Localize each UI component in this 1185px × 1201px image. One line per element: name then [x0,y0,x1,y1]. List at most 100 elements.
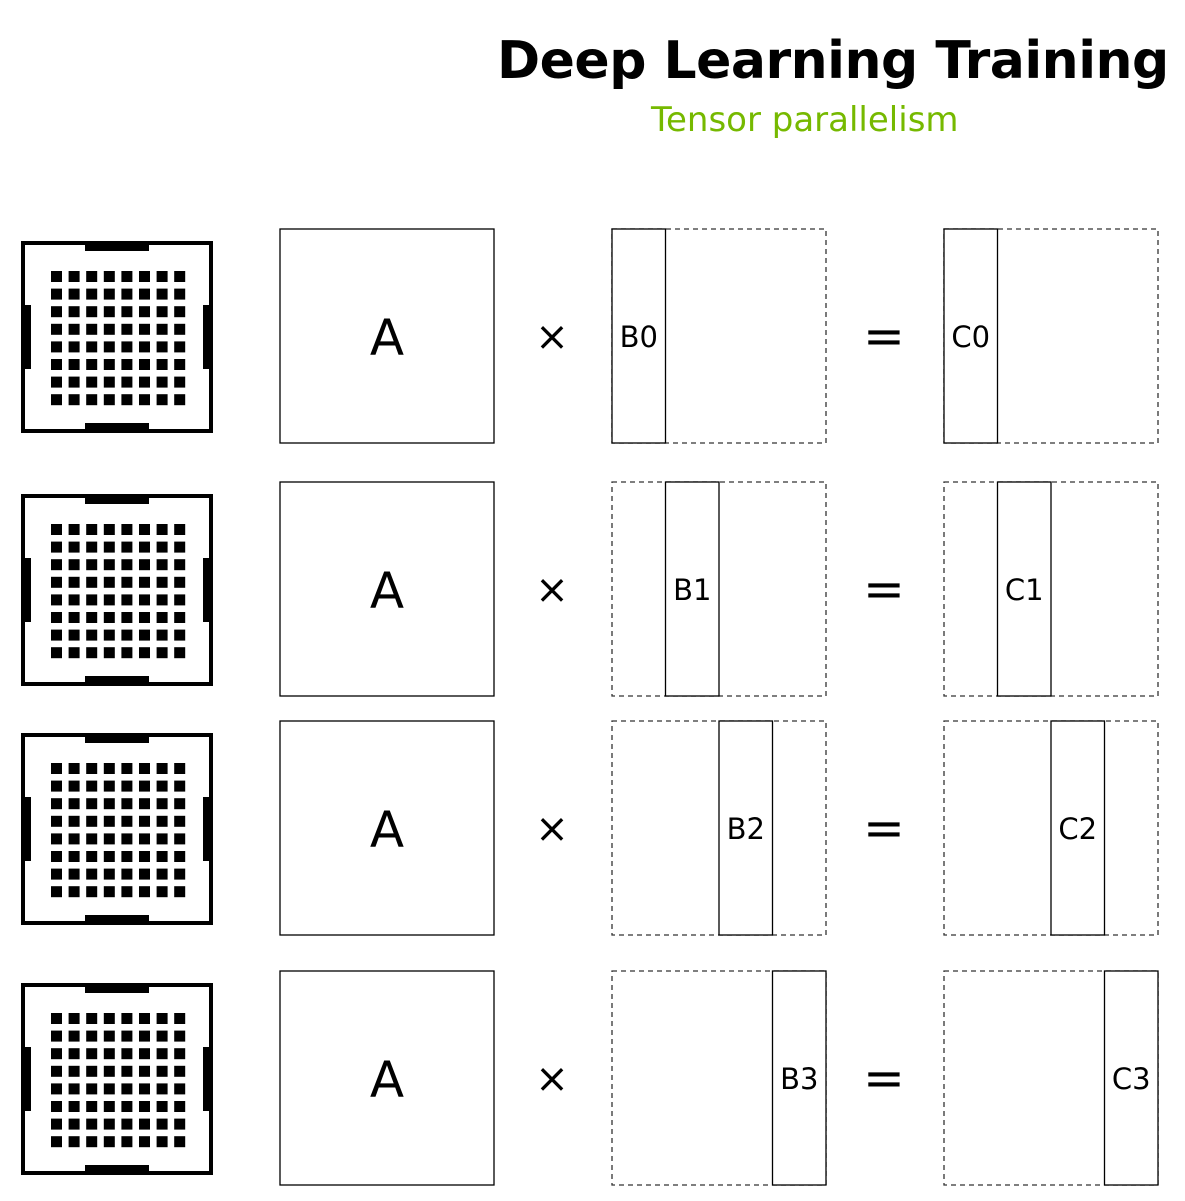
gpu-connector [22,797,31,861]
gpu-core [103,647,115,659]
gpu-core [121,1030,133,1042]
multiply-operator: × [535,314,569,360]
gpu-core [103,271,115,282]
gpu-core [139,798,150,810]
gpu-core [51,1030,62,1042]
gpu-core [139,1048,150,1060]
gpu-connector [85,915,149,924]
gpu-core [103,541,115,553]
gpu-core [121,1118,133,1130]
multiply-operator: × [535,806,569,852]
gpu-core [174,647,186,659]
gpu-core [51,559,62,571]
gpu-core [68,629,80,641]
gpu-core [68,868,80,880]
gpu-core [68,306,80,318]
gpu-core [103,1136,115,1148]
gpu-core [103,868,115,880]
gpu-core [156,798,168,810]
gpu-core [174,1065,186,1077]
gpu-core [139,629,150,641]
matrix-c-shard [1050,720,1106,936]
gpu-core [121,868,133,880]
gpu-core [68,576,80,588]
gpu-core [51,288,62,300]
gpu-core [86,798,98,810]
gpu-core [103,1030,115,1042]
gpu-core [68,1101,80,1112]
gpu-core [174,1013,186,1024]
gpu-core [51,1013,62,1024]
gpu-core [174,594,186,606]
gpu-connector [203,797,212,861]
gpu-core [86,780,98,792]
gpu-core [86,359,98,370]
gpu-core [156,780,168,792]
gpu-core [121,612,133,623]
gpu-core [51,1136,62,1148]
multiply-operator: × [535,1056,569,1102]
gpu-core [156,359,168,370]
gpu-core [156,1083,168,1095]
gpu-core [121,1083,133,1095]
gpu-core [103,833,115,845]
gpu-core [174,376,186,388]
matrix-a-label: A [370,801,404,859]
gpu-core [139,763,150,774]
gpu-core [174,394,186,406]
gpu-core [103,612,115,623]
gpu-core [139,576,150,588]
gpu-core [68,780,80,792]
parallel-row: A×B2=C2 [21,720,1159,936]
gpu-core [51,359,62,370]
gpu-core [103,394,115,406]
gpu-core [121,798,133,810]
gpu-core [68,323,80,335]
gpu-core [68,1118,80,1130]
gpu-core [86,1118,98,1130]
gpu-core [174,288,186,300]
gpu-core [156,612,168,623]
gpu-core [174,1118,186,1130]
gpu-core [86,1101,98,1112]
gpu-core [51,780,62,792]
gpu-core [103,763,115,774]
gpu-core [121,323,133,335]
gpu-core [139,1083,150,1095]
matrix-a-label: A [370,309,404,367]
matrix-a [279,228,495,444]
gpu-core [51,341,62,353]
gpu-core [86,559,98,571]
gpu-core [86,376,98,388]
gpu-core [51,306,62,318]
gpu-core [103,323,115,335]
gpu-core [156,1065,168,1077]
gpu-core [139,594,150,606]
gpu-connector [85,984,149,993]
gpu-core [121,647,133,659]
gpu-core [139,1065,150,1077]
gpu-core [68,763,80,774]
gpu-core [103,341,115,353]
gpu-core [139,1013,150,1024]
gpu-core [174,576,186,588]
gpu-core [103,780,115,792]
gpu-core [156,576,168,588]
gpu-core [174,833,186,845]
gpu-core [174,559,186,571]
gpu-core [174,271,186,282]
gpu-core [156,323,168,335]
gpu-core [86,271,98,282]
gpu-core [121,1065,133,1077]
gpu-core [139,376,150,388]
gpu-core [51,524,62,535]
gpu-core [51,886,62,898]
gpu-core [156,594,168,606]
gpu-core [139,612,150,623]
gpu-core [121,541,133,553]
equals-operator: = [863,799,905,857]
gpu-core [86,541,98,553]
gpu-core [51,394,62,406]
matrix-b-shard [611,228,667,444]
gpu-core [139,306,150,318]
